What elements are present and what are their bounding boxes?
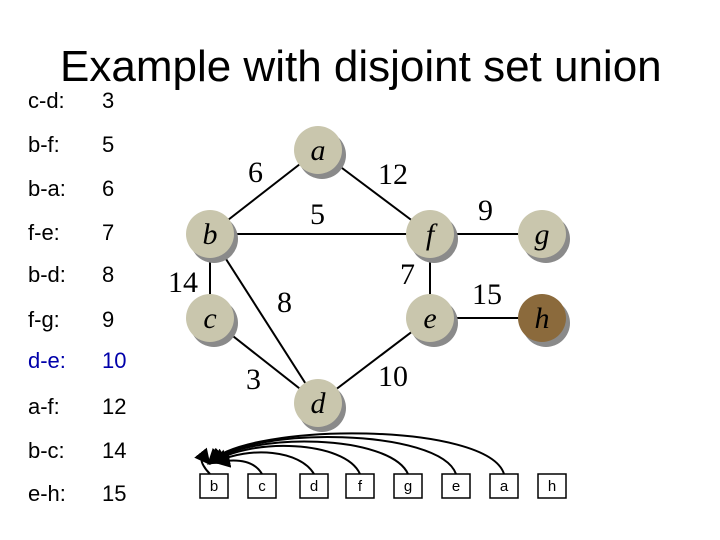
- dsu-box-g: g: [393, 473, 423, 499]
- dsu-parent-arrows: [194, 432, 505, 475]
- dsu-boxes: b c d f g e a h: [199, 473, 567, 499]
- edge-name: b-c:: [28, 438, 65, 463]
- edge-name: b-f:: [28, 132, 60, 157]
- edge-weight: 15: [102, 481, 127, 506]
- dsu-box-e: e: [441, 473, 471, 499]
- dsu-box-h: h: [537, 473, 567, 499]
- dsu-box-f: f: [345, 473, 375, 499]
- node-a-label: a: [311, 134, 326, 167]
- node-b: b: [186, 210, 238, 263]
- edge-list-row-current: d-e: 10: [28, 346, 178, 376]
- edge-name: f-g:: [28, 307, 60, 332]
- node-d: d: [294, 379, 346, 432]
- dsu-arrow-e: [209, 436, 457, 475]
- edge-list-row: f-g: 9: [28, 305, 178, 335]
- svg-text:d: d: [310, 478, 318, 495]
- weight-b-c: 14: [168, 266, 198, 299]
- edge-weight: 8: [102, 262, 115, 287]
- node-e-label: e: [423, 302, 436, 335]
- dsu-arrow-b-self: [194, 447, 211, 475]
- edge-list-row: e-h: 15: [28, 479, 178, 509]
- dsu-box-b: b: [199, 473, 229, 499]
- svg-text:h: h: [548, 478, 556, 495]
- node-g-label: g: [535, 218, 550, 251]
- dsu-arrow-a: [207, 432, 505, 475]
- dsu-arrow-d: [212, 449, 315, 475]
- weight-f-g: 9: [478, 194, 493, 227]
- node-c-label: c: [203, 302, 216, 335]
- dsu-box-c: c: [247, 473, 277, 499]
- svg-text:e: e: [452, 478, 460, 495]
- edge-b-d: [209, 233, 319, 404]
- svg-text:g: g: [404, 478, 412, 495]
- edge-list-row: b-f: 5: [28, 130, 178, 160]
- dsu-box-a: a: [489, 473, 519, 499]
- edge-weight: 3: [102, 88, 115, 113]
- edge-weights: 6 12 5 9 14 7 8 15 3 10: [168, 156, 502, 396]
- node-e: e: [406, 294, 458, 347]
- node-b-label: b: [203, 218, 218, 251]
- edge-list-row: f-e: 7: [28, 218, 178, 248]
- edge-list-row: b-a: 6: [28, 174, 178, 204]
- edge-name: b-a:: [28, 176, 66, 201]
- weight-d-e: 10: [378, 360, 408, 393]
- node-h-label: h: [535, 302, 550, 335]
- graph-nodes: a b f g c e h: [186, 126, 570, 432]
- svg-text:a: a: [500, 478, 509, 495]
- node-f: f: [406, 210, 458, 263]
- weight-e-h: 15: [472, 278, 502, 311]
- edge-name: e-h:: [28, 481, 66, 506]
- edge-name: d-e:: [28, 348, 66, 373]
- edge-weight: 6: [102, 176, 115, 201]
- slide-title: Example with disjoint set union: [60, 42, 662, 91]
- edge-name: a-f:: [28, 394, 60, 419]
- weight-c-d: 3: [246, 363, 261, 396]
- weight-b-f: 5: [310, 198, 325, 231]
- edge-weight: 14: [102, 438, 127, 463]
- edge-weight: 10: [102, 348, 127, 373]
- edge-weight: 9: [102, 307, 115, 332]
- edge-weight: 5: [102, 132, 115, 157]
- node-d-label: d: [311, 387, 327, 420]
- weight-a-b: 6: [248, 156, 263, 189]
- node-a: a: [294, 126, 346, 179]
- edge-list-row: b-c: 14: [28, 436, 178, 466]
- edge-list-row: a-f: 12: [28, 392, 178, 422]
- edge-list-row: b-d: 8: [28, 260, 178, 290]
- weight-a-f: 12: [378, 158, 408, 191]
- node-h: h: [518, 294, 570, 347]
- svg-text:b: b: [210, 478, 218, 495]
- weight-b-d: 8: [277, 286, 292, 319]
- svg-text:f: f: [358, 478, 363, 495]
- dsu-box-d: d: [299, 473, 329, 499]
- edge-name: f-e:: [28, 220, 60, 245]
- edge-name: c-d:: [28, 88, 65, 113]
- node-g: g: [518, 210, 570, 263]
- edge-weight: 7: [102, 220, 115, 245]
- dsu-arrow-f: [210, 444, 361, 475]
- edge-name: b-d:: [28, 262, 66, 287]
- svg-text:c: c: [258, 478, 266, 495]
- weight-f-e: 7: [400, 258, 415, 291]
- edge-list-row: c-d: 3: [28, 86, 178, 116]
- node-c: c: [186, 294, 238, 347]
- dsu-arrow-g: [208, 440, 409, 475]
- dsu-arrow-c: [214, 451, 263, 475]
- edge-weight: 12: [102, 394, 127, 419]
